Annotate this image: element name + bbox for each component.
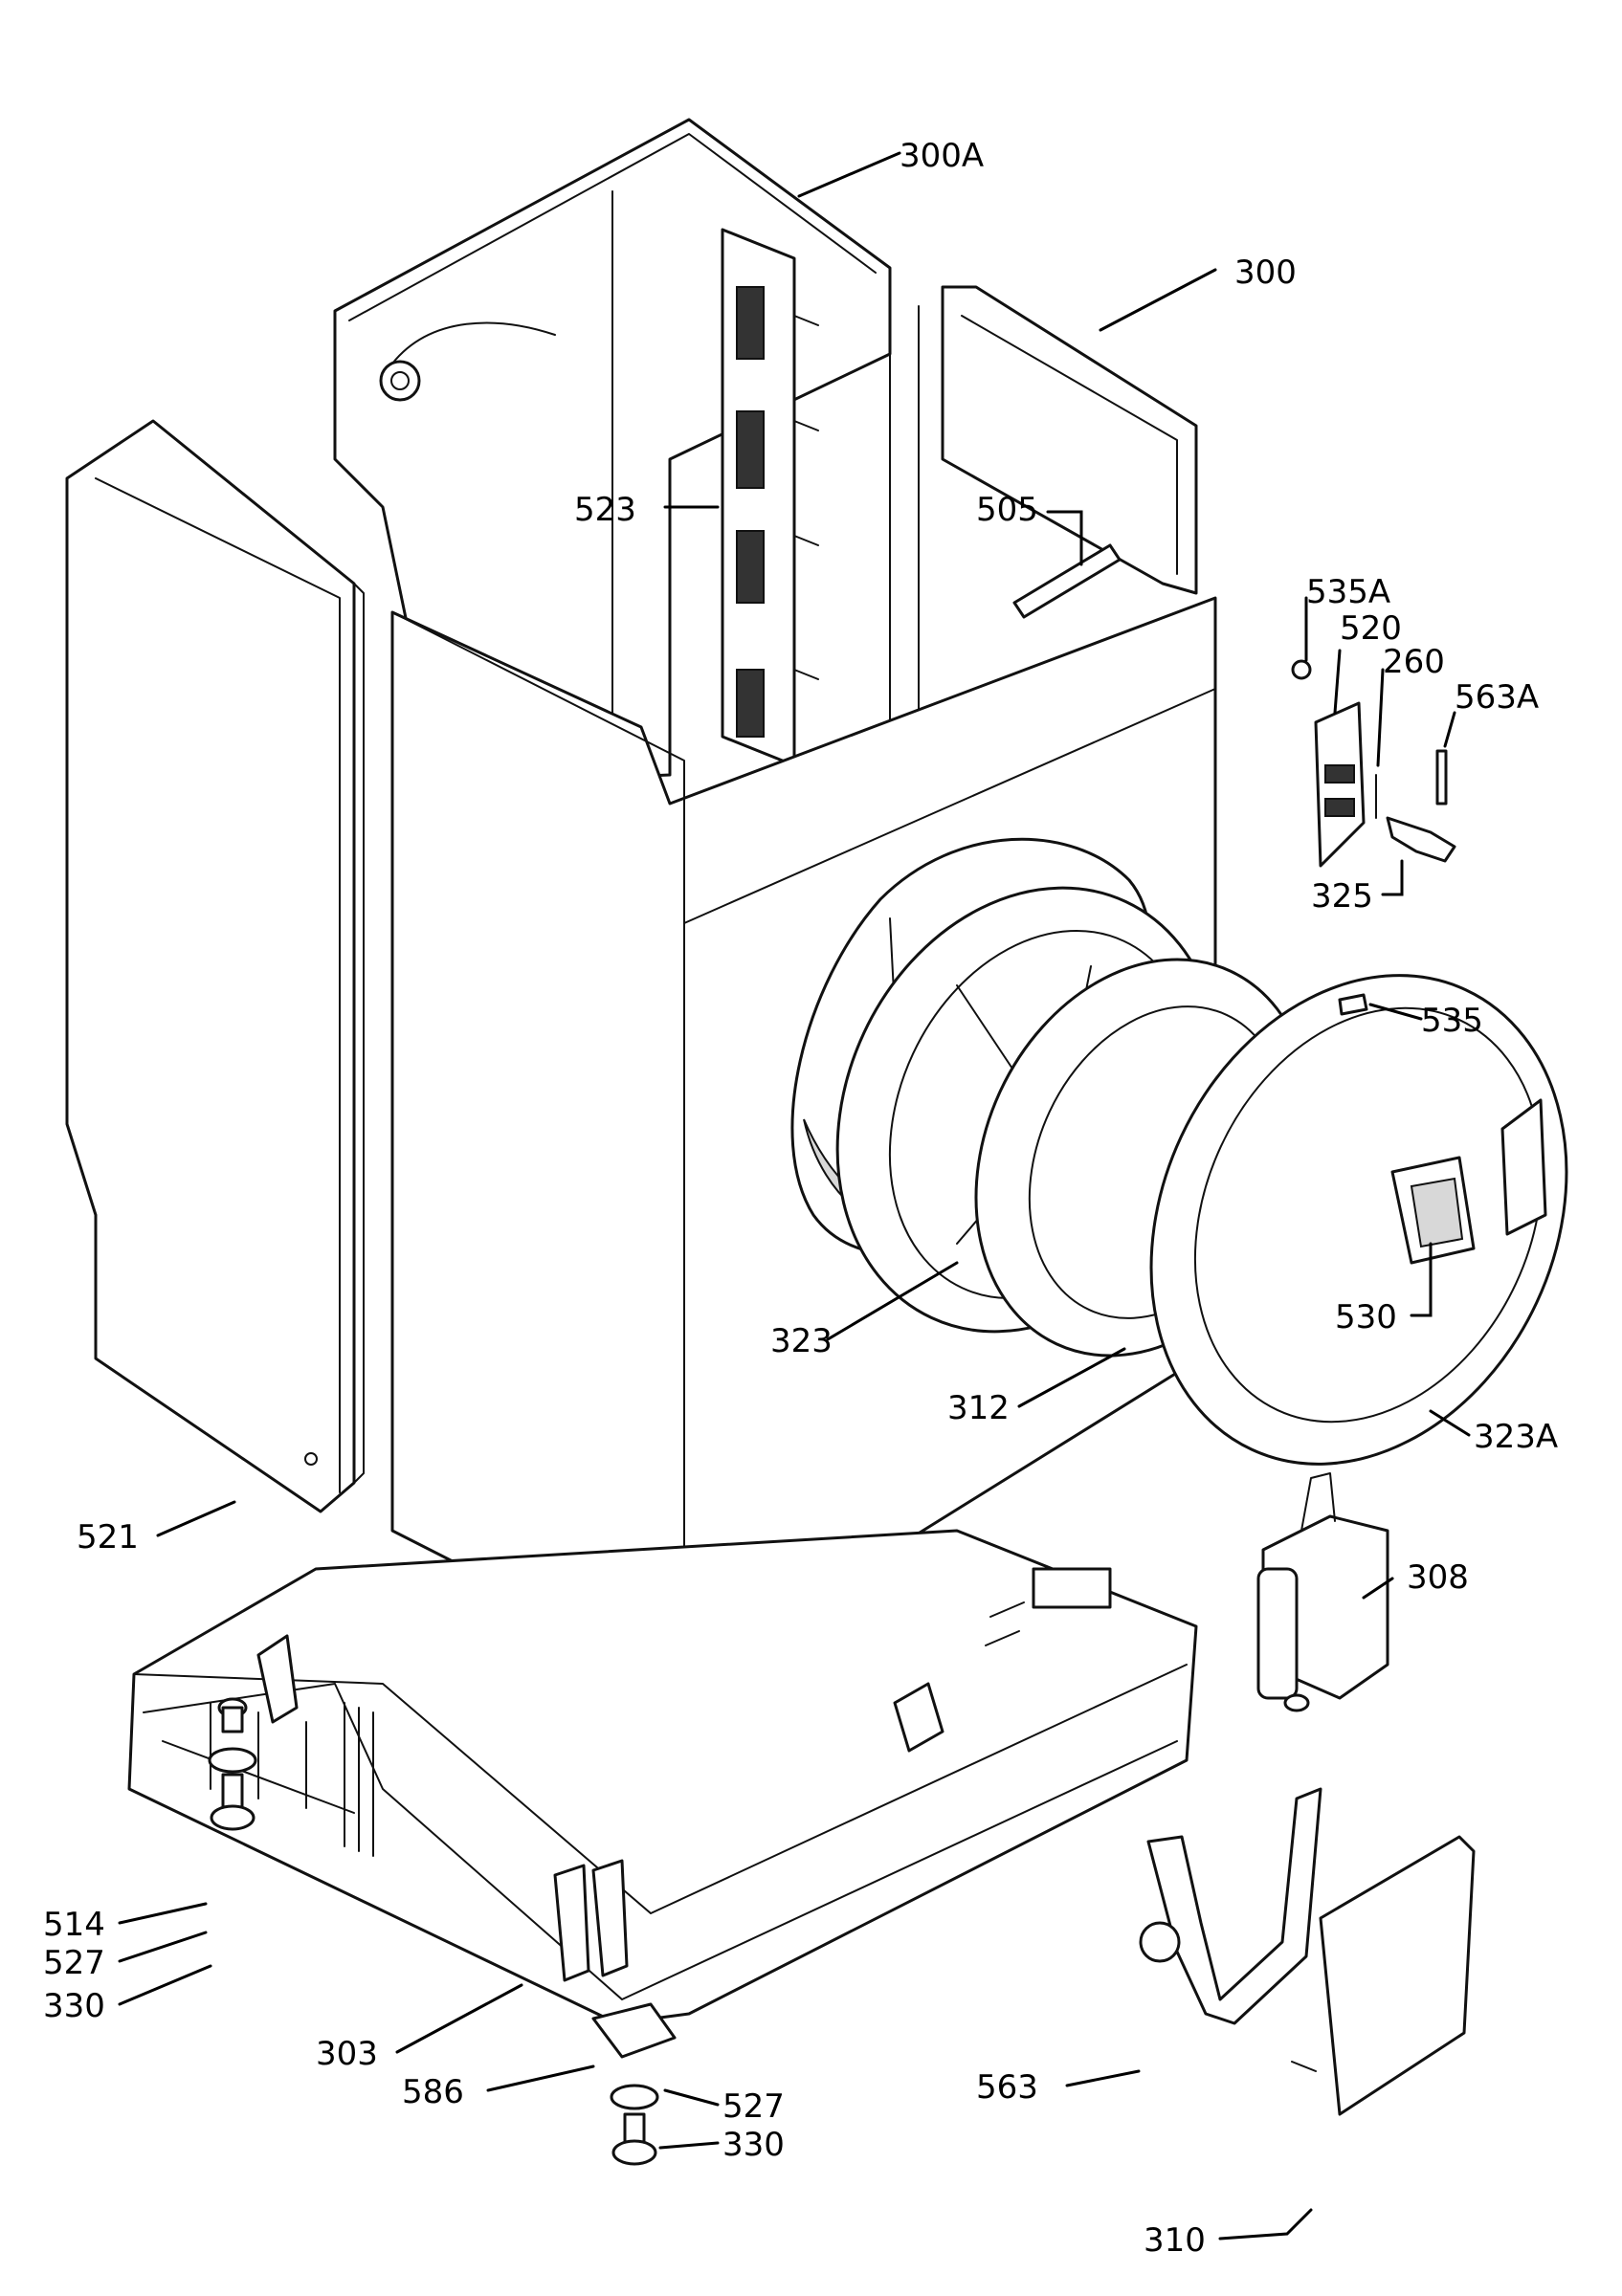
foot-assembly-left bbox=[208, 1697, 257, 1831]
callout-310: 310 bbox=[1144, 2221, 1206, 2260]
callout-leaders bbox=[118, 151, 1471, 2241]
callout-523: 523 bbox=[574, 491, 636, 529]
callout-520: 520 bbox=[1340, 609, 1402, 648]
callout-300: 300 bbox=[1234, 254, 1297, 292]
foot-assembly-right bbox=[591, 2002, 677, 2166]
right-cabinet-frame bbox=[918, 285, 1198, 824]
callout-563A: 563A bbox=[1455, 678, 1539, 717]
kick-panel-assembly bbox=[1139, 1787, 1476, 2116]
callout-300A: 300A bbox=[900, 137, 984, 175]
callout-303: 303 bbox=[316, 2035, 378, 2073]
callout-527-left: 527 bbox=[43, 1944, 105, 1982]
callout-527-right: 527 bbox=[722, 2087, 785, 2126]
callout-323A: 323A bbox=[1474, 1418, 1558, 1456]
callout-563: 563 bbox=[976, 2068, 1038, 2107]
callout-330-right: 330 bbox=[722, 2126, 785, 2164]
callout-535: 535 bbox=[1421, 1002, 1483, 1040]
callout-530: 530 bbox=[1335, 1298, 1397, 1336]
callout-labels: 300A 300 523 505 535A 520 260 563A 325 5… bbox=[43, 137, 1558, 2260]
callout-586: 586 bbox=[402, 2073, 464, 2111]
callout-312: 312 bbox=[947, 1389, 1010, 1427]
base-frame bbox=[127, 1529, 1198, 2025]
callout-535A: 535A bbox=[1306, 573, 1390, 611]
door-hinge-part bbox=[1256, 1472, 1389, 1712]
callout-330-left: 330 bbox=[43, 1987, 105, 2025]
left-side-panel bbox=[65, 419, 365, 1513]
door-lock-assembly bbox=[1291, 659, 1456, 1016]
callout-308: 308 bbox=[1407, 1558, 1469, 1597]
callout-260: 260 bbox=[1383, 643, 1445, 681]
callout-505: 505 bbox=[976, 491, 1038, 529]
callout-521: 521 bbox=[77, 1518, 139, 1556]
callout-323: 323 bbox=[770, 1322, 833, 1360]
callout-514: 514 bbox=[43, 1906, 105, 1944]
door-outer-frame bbox=[1149, 974, 1568, 1466]
callout-325: 325 bbox=[1311, 877, 1373, 916]
rear-bracket-plate bbox=[721, 228, 819, 767]
